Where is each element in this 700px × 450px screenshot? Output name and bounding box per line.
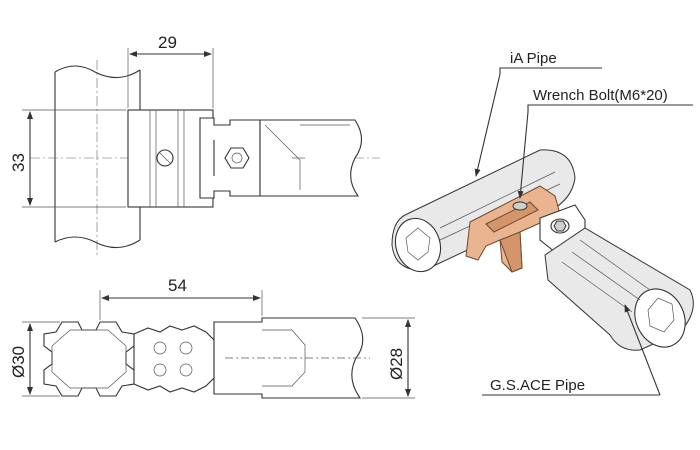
dim-bottom-width: 54 [168,276,187,295]
dim-top-height: 33 [9,153,28,172]
callout-line-pipe-top [499,67,602,74]
callout-pipe-bottom: G.S.ACE Pipe [490,377,585,394]
fitting-body [133,325,215,393]
pipe-break-bottom [54,236,141,249]
top-view: 29 33 [9,33,380,255]
lower-pipe-end [634,288,686,348]
dim-top-width: 29 [158,33,177,52]
horizontal-pipe [259,119,363,197]
callout-pipe-top: iA Pipe [510,50,557,67]
upper-pipe-end [394,217,442,273]
bolt-head [512,201,528,211]
pipe-profile [43,321,135,397]
dim-right-diameter: Ø28 [387,348,406,380]
pipe-break-top [54,65,141,79]
callout-wrench-bolt: Wrench Bolt(M6*20) [533,87,668,104]
hex-nut [224,147,250,169]
dim-left-diameter: Ø30 [9,346,28,378]
callout-line-wrench-bolt [527,104,693,112]
isometric-view: iA Pipe Wrench Bolt(M6*20) G.S.ACE Pipe [391,50,694,396]
bottom-view: 54 Ø30 Ø28 [9,276,415,399]
